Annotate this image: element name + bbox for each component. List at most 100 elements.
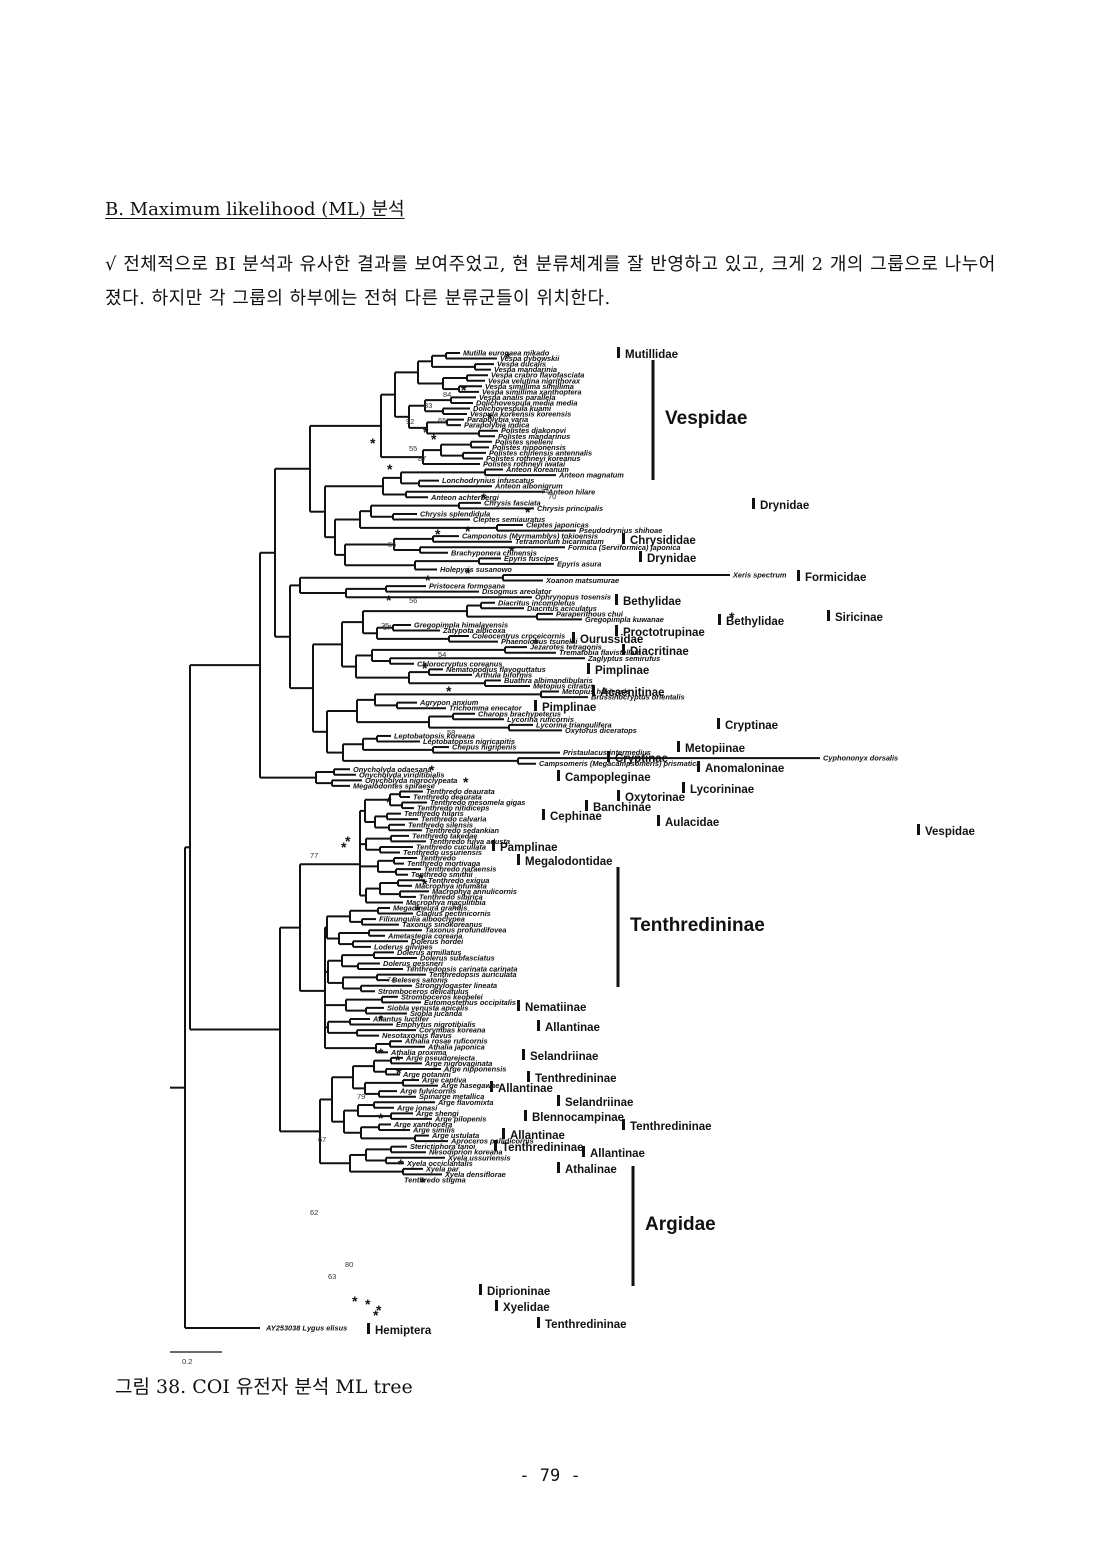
- taxon-label: Polistes mandarinus: [498, 432, 570, 441]
- taxon-label: Taxonus sinokoreanus: [402, 920, 482, 929]
- clade-bar: [494, 1140, 497, 1151]
- taxon-label: Arge jonasi: [396, 1103, 438, 1112]
- taxon-label: Tenthredo naraensis: [424, 865, 496, 874]
- taxon-label: Ametastegia coreana: [387, 931, 462, 940]
- taxon-label: Vespa ducalis: [497, 360, 546, 369]
- support-asterisk: *: [398, 1156, 404, 1172]
- bootstrap-value: 67: [318, 1135, 326, 1144]
- clade-bar: [542, 809, 545, 820]
- taxon-label: Parapolybia indica: [464, 421, 529, 430]
- taxon-label: Jezarotes tetragonis: [530, 643, 602, 652]
- taxon-label: Tenthredopsis auriculata: [429, 970, 517, 979]
- taxon-label: Vespa analis parallela: [479, 393, 556, 402]
- clade-bar: [537, 1020, 540, 1031]
- support-asterisk: *: [429, 762, 435, 778]
- clade-label: Cryptinae: [725, 720, 778, 732]
- support-asterisk: *: [465, 565, 471, 581]
- support-asterisk: *: [533, 635, 539, 651]
- taxon-label: Paraperithous chui: [556, 609, 624, 618]
- taxon-label: Zaglyptus semirufus: [587, 654, 660, 663]
- support-asterisk: *: [378, 1110, 384, 1126]
- taxon-label: Tenthredo sedankian: [425, 826, 500, 835]
- clade-bar: [492, 840, 495, 851]
- taxon-label: Xyela ussuriensis: [447, 1153, 510, 1162]
- bootstrap-value: 79: [357, 1092, 365, 1101]
- clade-bar: [622, 1119, 625, 1130]
- taxon-label: Onycholyda nigroclypeata: [365, 776, 457, 785]
- clade-bar: [718, 614, 721, 625]
- taxon-label: Cleptes semiauratus: [473, 515, 545, 524]
- taxon-label: Stromboceros keobelei: [401, 992, 484, 1001]
- support-asterisk: *: [345, 833, 351, 849]
- clade-label: Metopiinae: [685, 743, 745, 755]
- taxon-label: Holepyris susanowo: [440, 565, 512, 574]
- taxon-label: Disogmus areolator: [482, 587, 553, 596]
- clade-label: Tenthredininae: [630, 1121, 712, 1133]
- taxon-label: Arge hasegawae: [440, 1081, 499, 1090]
- taxon-label: Formica (Serviformica) japonica: [568, 543, 681, 552]
- bootstrap-value: 62: [310, 1208, 318, 1217]
- clade-label: Ourussidae: [580, 634, 643, 646]
- taxon-label: Nesodiprion koreana: [429, 1148, 503, 1157]
- taxon-label: Anteon albonigrum: [494, 482, 563, 491]
- clade-label: Banchinae: [593, 802, 651, 814]
- taxon-label: Xyela par: [425, 1164, 460, 1173]
- taxon-label: Campsomeris (Megacampsomeris) prismatica: [539, 759, 700, 768]
- taxon-label: Tenthredopsis carinata carinata: [406, 965, 517, 974]
- support-asterisk: *: [365, 1296, 371, 1312]
- clade-bar: [367, 1323, 370, 1334]
- taxon-label: Dolichovespula media media: [476, 398, 577, 407]
- support-asterisk: *: [481, 490, 487, 506]
- clade-bar: [592, 685, 595, 696]
- taxon-label: Macrophya annulicornis: [432, 887, 517, 896]
- clade-bar: [585, 800, 588, 811]
- taxon-label: Tenthredo nitidiceps: [417, 804, 489, 813]
- taxon-label: Leptobatopsis koreana: [394, 731, 475, 740]
- taxon-label: Gregopimpla himalayensis: [414, 620, 508, 629]
- clade-bar: [502, 1128, 505, 1139]
- support-asterisk: *: [422, 876, 428, 892]
- clade-label: Oxytorinae: [625, 792, 685, 804]
- taxon-label: Tenthredo: [420, 854, 456, 863]
- taxon-label: Tenthredo cucullata: [416, 842, 486, 851]
- support-asterisk: *: [487, 410, 493, 426]
- clade-bar: [752, 498, 755, 509]
- support-asterisk: *: [422, 660, 428, 676]
- taxon-label: Arge shengi: [415, 1109, 460, 1118]
- bootstrap-value: 55: [409, 444, 417, 453]
- support-asterisk: *: [341, 839, 347, 855]
- taxon-label: Tenthredo mortivaga: [407, 859, 480, 868]
- bootstrap-value: 25: [381, 621, 389, 630]
- taxon-label: Stromboceros delicatulus: [378, 987, 469, 996]
- clade-bar: [534, 700, 537, 711]
- taxon-label: Dolerus armillatus: [397, 948, 461, 957]
- taxon-label: Xyela densiflorae: [444, 1170, 506, 1179]
- support-asterisk: *: [373, 1307, 379, 1323]
- bootstrap-value: 74: [387, 975, 395, 984]
- bootstrap-value: 84: [443, 390, 451, 399]
- bootstrap-value: 56: [388, 540, 396, 549]
- taxon-label: Oxytorus diceratops: [565, 726, 637, 735]
- clade-label: Bethylidae: [623, 596, 681, 608]
- support-asterisk: *: [423, 424, 429, 440]
- clade-bar: [917, 824, 920, 835]
- support-asterisk: *: [418, 870, 424, 886]
- support-asterisk: *: [465, 523, 471, 539]
- taxon-label: Dolerus gessneri: [383, 959, 444, 968]
- clade-label: Allantinae: [498, 1083, 553, 1095]
- taxon-label: Buathra albimandibularis: [504, 676, 593, 685]
- clade-label: Campopleginae: [565, 772, 651, 784]
- support-asterisk: *: [396, 1065, 402, 1081]
- clade-bar: [677, 741, 680, 752]
- taxon-label: Cladius pectinicornis: [416, 909, 491, 918]
- support-asterisk: *: [387, 461, 393, 477]
- clade-label: Xyelidae: [503, 1302, 550, 1314]
- taxon-label: Diacritus incompletus: [498, 598, 575, 607]
- taxon-label: Chrysis fasciata: [484, 498, 541, 507]
- taxon-label: Vespa simillima simillima: [485, 382, 574, 391]
- taxon-label: Nesotaxonus flavus: [382, 1031, 452, 1040]
- clade-label: Diprioninae: [487, 1286, 550, 1298]
- taxon-label: Anteon magnatum: [558, 471, 624, 480]
- taxon-label: Onycholyda viriditibialis: [359, 770, 444, 779]
